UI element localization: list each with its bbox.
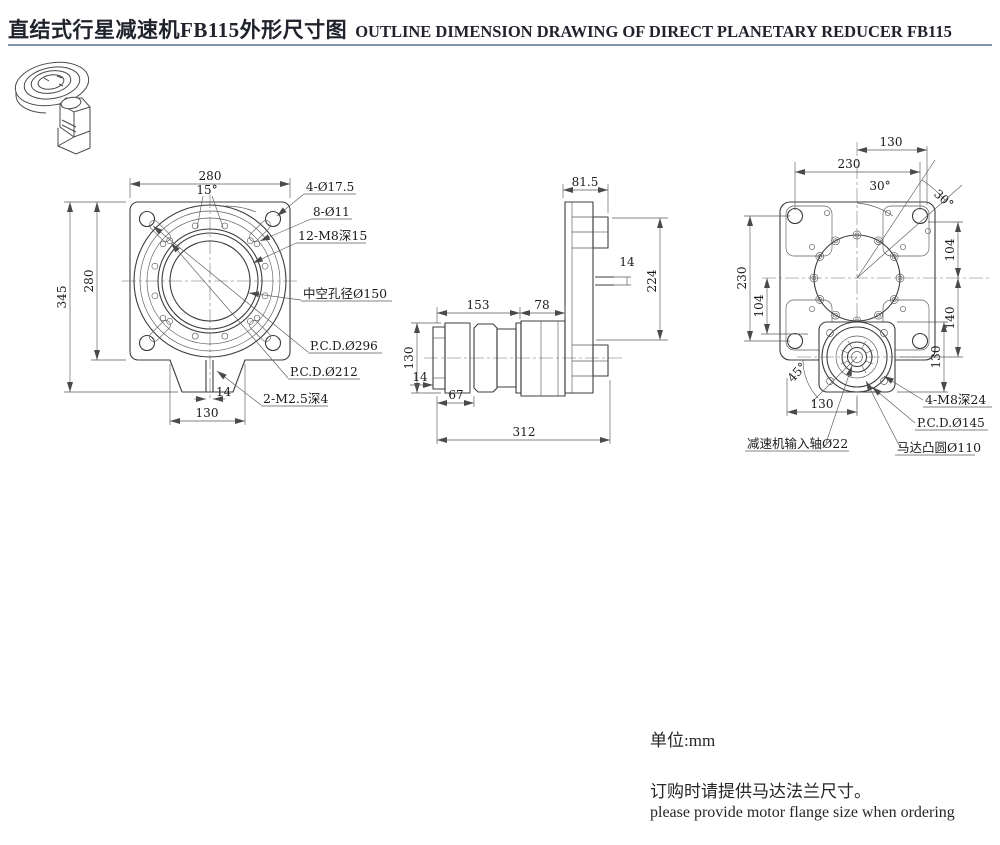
dim-rear-angle-c: 45° — [785, 360, 810, 385]
front-corner-holes — [138, 210, 282, 352]
dim-rear-mount-height: 130 — [929, 346, 943, 369]
front-small-holes — [159, 240, 261, 322]
dim-rear-hole-span: 230 — [838, 157, 861, 171]
page-title: 直结式行星减速机FB115外形尺寸图 OUTLINE DIMENSION DRA… — [8, 14, 994, 44]
dim-side-boss: 14 — [619, 255, 635, 269]
dim-front-tab: 130 — [196, 406, 219, 420]
dim-side-cap-length: 67 — [448, 388, 463, 402]
dim-side-flange-height: 224 — [645, 269, 659, 292]
order-note-zh: 订购时请提供马达法兰尺寸。 — [650, 782, 871, 801]
label-motor-boss: 马达凸圆Ø110 — [897, 440, 981, 455]
rear-small-holes — [809, 210, 931, 312]
dim-rear-right-mid: 140 — [943, 307, 957, 330]
unit-note: 单位:mm — [650, 731, 716, 750]
label-tapped-holes-12: 12-M8深15 — [298, 228, 367, 243]
notes-block: 单位:mm 订购时请提供马达法兰尺寸。 please provide motor… — [650, 726, 955, 822]
side-view: 81.5 14 224 153 78 130 14 — [402, 175, 668, 444]
front-view: 280 15° 345 280 14 130 4-Ø17.5 8-Ø11 — [55, 169, 392, 425]
dim-rear-left-half: 104 — [752, 294, 766, 317]
dim-front-width: 280 — [199, 169, 222, 183]
title-english: OUTLINE DIMENSION DRAWING OF DIRECT PLAN… — [355, 22, 952, 41]
rear-view: 30° 30° 45° 130 — [735, 135, 992, 456]
rear-bolt-ring — [809, 230, 905, 326]
dim-rear-bottom-half: 130 — [811, 397, 834, 411]
title-chinese: 直结式行星减速机FB115外形尺寸图 — [8, 18, 348, 42]
title-underline — [8, 44, 992, 46]
label-rear-pcd: P.C.D.Ø145 — [917, 416, 985, 430]
dim-rear-angle-b: 30° — [931, 187, 956, 212]
dim-side-overall: 312 — [513, 425, 536, 439]
dim-rear-angle-a: 30° — [869, 179, 890, 193]
dim-side-cap-step: 14 — [412, 370, 428, 384]
dim-side-flange-width: 81.5 — [572, 175, 599, 189]
dim-front-slot: 14 — [216, 385, 232, 399]
label-input-shaft: 减速机输入轴Ø22 — [747, 436, 848, 451]
label-tapped-small: 2-M2.5深4 — [263, 391, 328, 406]
label-hollow-bore: 中空孔径Ø150 — [303, 286, 387, 301]
label-corner-holes: 4-Ø17.5 — [306, 180, 354, 194]
dim-rear-left-span: 230 — [735, 267, 749, 290]
dim-side-body-dia: 130 — [402, 347, 416, 370]
dim-side-motor-length: 153 — [467, 298, 490, 312]
label-rear-tapped: 4-M8深24 — [925, 392, 986, 407]
dim-side-gear-length: 78 — [534, 298, 549, 312]
order-note-en: please provide motor flange size when or… — [650, 804, 955, 821]
label-through-holes: 8-Ø11 — [313, 205, 350, 219]
dim-rear-right-half: 104 — [943, 238, 957, 261]
label-pcd-outer: P.C.D.Ø296 — [310, 339, 378, 353]
dim-front-height-flange: 280 — [82, 270, 96, 293]
dim-rear-center-edge: 130 — [880, 135, 903, 149]
product-thumbnail — [14, 61, 91, 155]
dim-front-height-overall: 345 — [55, 286, 69, 309]
rear-corner-pads — [785, 205, 930, 351]
dim-front-angle: 15° — [196, 183, 217, 197]
label-pcd-inner: P.C.D.Ø212 — [290, 365, 358, 379]
